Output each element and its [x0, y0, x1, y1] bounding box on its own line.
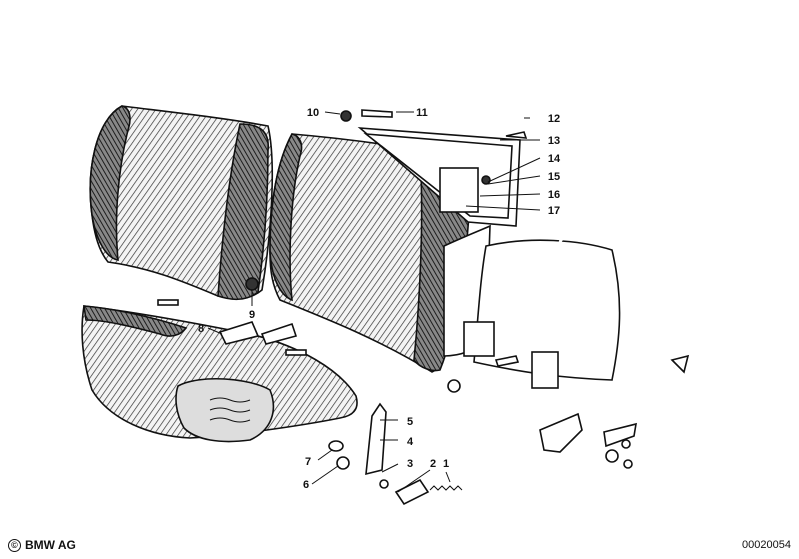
callout-6: 6: [303, 479, 309, 491]
seat-cushion: [81, 305, 358, 443]
copyright-icon: ©: [8, 538, 21, 552]
callout-3: 3: [407, 458, 413, 470]
callout-10: 10: [307, 107, 319, 119]
image-number: 00020054: [742, 539, 791, 551]
callout-16: 16: [548, 189, 560, 201]
tubular-frame: [558, 233, 690, 374]
callout-4: 4: [407, 436, 414, 448]
back-board: [463, 239, 621, 389]
callout-11: 11: [416, 107, 428, 119]
callout-7: 7: [305, 456, 311, 468]
callout-17: 17: [548, 205, 560, 217]
callout-14: 14: [548, 153, 561, 165]
callout-labels: 1 2 3 4 5 6 7 8 9 10 11 12 13 14 15 16 1…: [198, 107, 561, 491]
callout-12: 12: [548, 113, 560, 125]
callout-13: 13: [548, 135, 560, 147]
callout-15: 15: [548, 171, 560, 183]
left-backrest: [89, 105, 274, 301]
leader-lines: [207, 111, 541, 493]
callout-5: 5: [407, 416, 413, 428]
callout-1: 1: [443, 458, 449, 470]
rear-panel-frame: [357, 127, 521, 357]
callout-8: 8: [198, 323, 204, 335]
copyright-notice: © BMW AG: [8, 538, 76, 552]
callout-9: 9: [249, 309, 255, 321]
callout-2: 2: [430, 458, 436, 470]
brand-label: BMW AG: [25, 538, 76, 552]
right-backrest: [269, 133, 471, 373]
hardware-parts: [157, 109, 637, 506]
